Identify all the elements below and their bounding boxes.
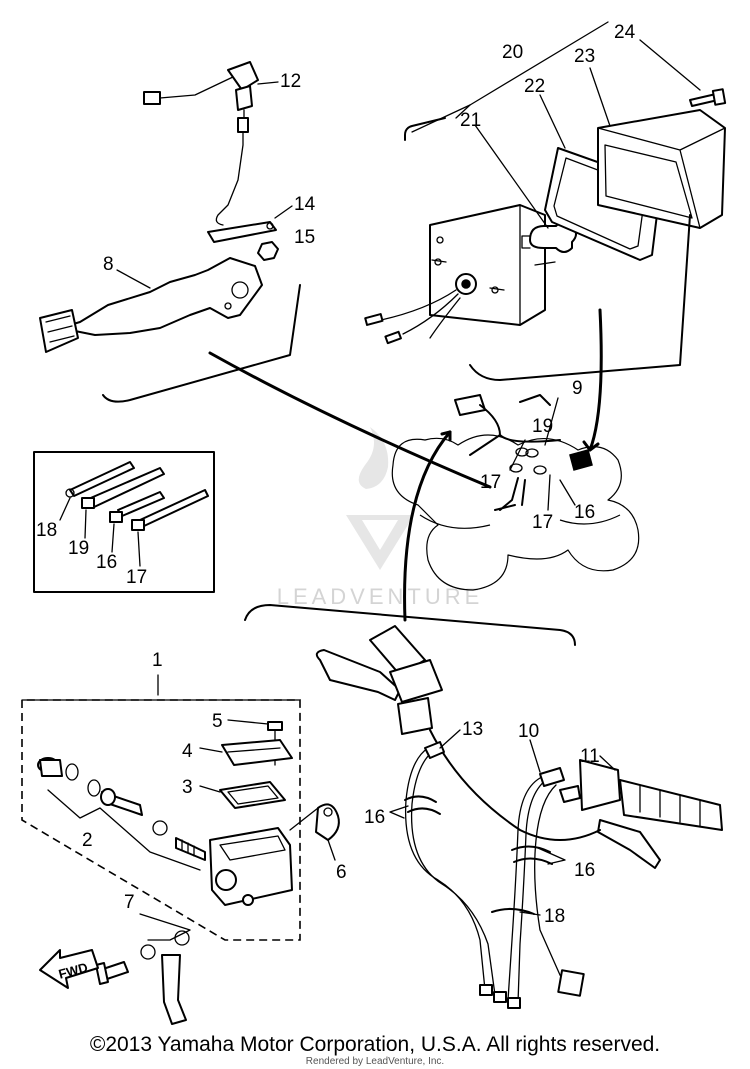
callout-4: 4: [182, 741, 193, 762]
callout-16: 16: [96, 552, 117, 573]
connector-line: [588, 308, 603, 452]
callout-17: 17: [126, 567, 147, 588]
copyright-notice: ©2013 Yamaha Motor Corporation, U.S.A. A…: [89, 1033, 661, 1056]
handlebar-assembly: [244, 604, 723, 1009]
cable-tie-box: [33, 451, 215, 593]
callout-19: 19: [532, 416, 553, 437]
callout-7: 7: [124, 892, 135, 913]
callout-6: 6: [336, 862, 347, 883]
callout-16: 16: [364, 807, 385, 828]
callout-22: 22: [524, 76, 545, 97]
callout-19: 19: [68, 538, 89, 559]
connector-line: [208, 351, 492, 489]
callout-16: 16: [574, 502, 595, 523]
brake-pedal-assembly: [39, 61, 301, 403]
connector-line: [403, 430, 452, 622]
rendered-by-notice: Rendered by LeadVenture, Inc.: [305, 1056, 445, 1067]
callout-3: 3: [182, 777, 193, 798]
center-handlebar-sketch: [454, 394, 593, 511]
callout-15: 15: [294, 227, 315, 248]
callout-10: 10: [518, 721, 539, 742]
callout-23: 23: [574, 46, 595, 67]
callout-13: 13: [462, 719, 483, 740]
callout-8: 8: [103, 254, 114, 275]
callout-14: 14: [294, 194, 316, 215]
callout-11: 11: [580, 746, 600, 767]
fwd-label: FWD: [57, 960, 89, 982]
callout-17: 17: [480, 472, 501, 493]
callout-12: 12: [280, 71, 301, 92]
taillight-assembly: [274, 21, 727, 381]
callout-16: 16: [574, 860, 595, 881]
callout-18: 18: [544, 906, 565, 927]
callout-21: 21: [460, 110, 481, 131]
callout-17: 17: [532, 512, 553, 533]
callout-20: 20: [502, 42, 523, 63]
callout-5: 5: [212, 711, 223, 732]
callout-2: 2: [82, 830, 93, 851]
atv-outline: [391, 434, 640, 591]
watermark-text: LEADVENTURE: [277, 584, 484, 609]
callout-18: 18: [36, 520, 57, 541]
master-cylinder-assembly: FWD: [21, 674, 340, 1025]
watermark: LEADVENTURE: [277, 427, 484, 609]
callout-24: 24: [614, 22, 636, 43]
callout-9: 9: [572, 378, 583, 399]
callout-1: 1: [152, 650, 163, 671]
